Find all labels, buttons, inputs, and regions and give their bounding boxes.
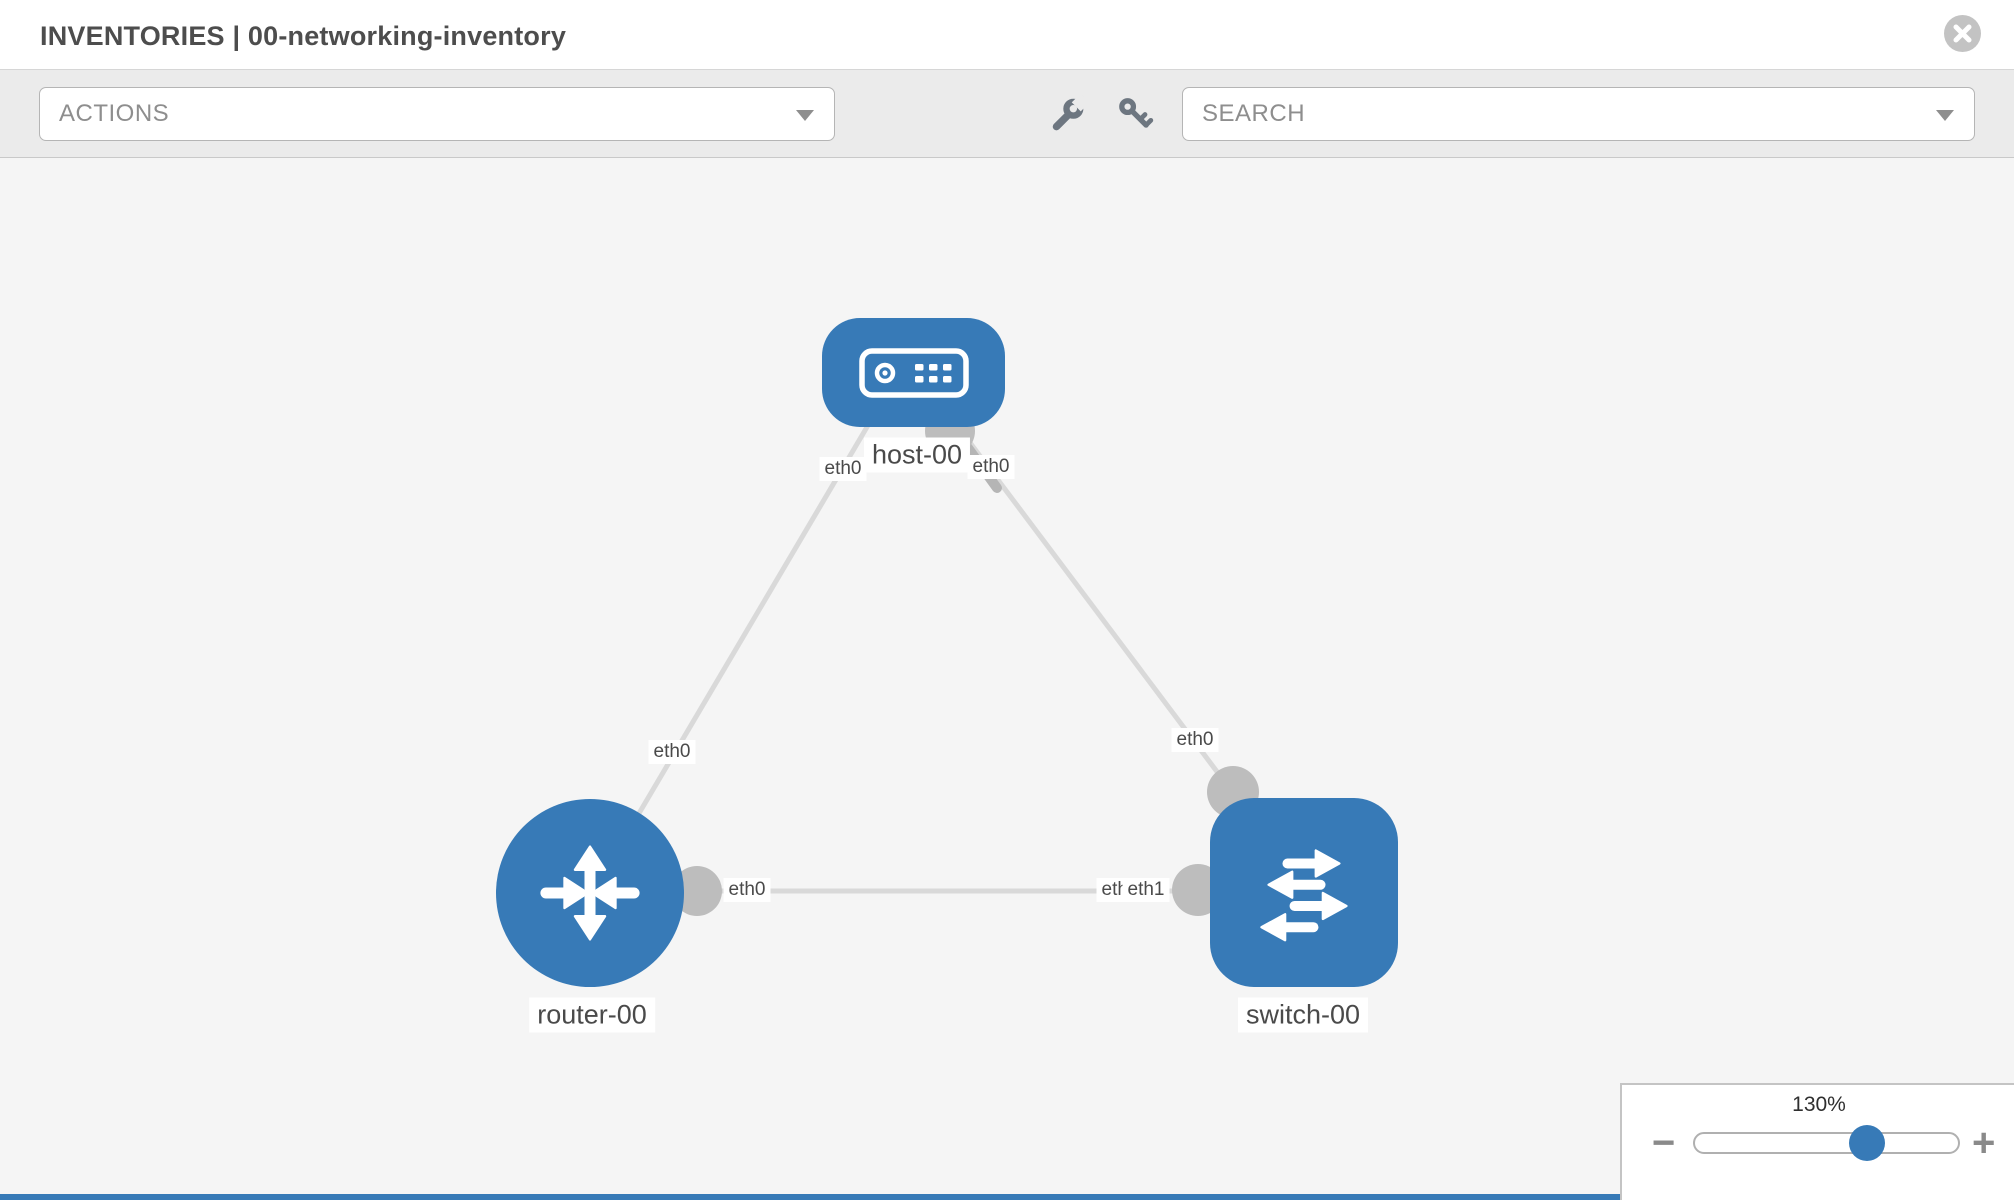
edge-host-router[interactable]: [589, 403, 883, 895]
node-router-00[interactable]: [496, 799, 684, 987]
zoom-out-button[interactable]: −: [1652, 1121, 1676, 1165]
topology-edges-layer: [589, 403, 1304, 916]
node-label-router-00[interactable]: router-00: [529, 997, 655, 1033]
port-label-host-eth0-right: eth0: [967, 455, 1015, 479]
close-button[interactable]: [1944, 15, 1981, 52]
header-bar: INVENTORIES | 00-networking-inventory: [0, 0, 2014, 70]
page-title: INVENTORIES | 00-networking-inventory: [40, 21, 567, 51]
search-dropdown[interactable]: SEARCH: [1182, 87, 1975, 141]
actions-dropdown[interactable]: ACTIONS: [39, 87, 835, 141]
topology-canvas[interactable]: host-00 router-00 switch-00 eth0 eth0 et…: [0, 158, 2014, 1200]
port-label-router-eth0: eth0: [723, 878, 771, 902]
port-label-switch-eth1: eth1: [1122, 878, 1170, 902]
port-label-host-eth0-left: eth0: [819, 457, 867, 481]
zoom-slider-track[interactable]: [1693, 1125, 1960, 1161]
chevron-down-icon: [1936, 110, 1954, 121]
host-icon: [858, 347, 969, 398]
port-label-switch-eth0: eth0: [1171, 728, 1219, 752]
node-host-00[interactable]: [822, 318, 1005, 427]
wrench-icon[interactable]: [1048, 95, 1086, 133]
zoom-in-button[interactable]: +: [1972, 1121, 1996, 1165]
node-label-switch-00[interactable]: switch-00: [1237, 997, 1369, 1033]
port-label-router-eth0-uplink: eth0: [648, 740, 696, 764]
actions-dropdown-label: ACTIONS: [59, 100, 170, 127]
toolbar: ACTIONS SEARCH: [0, 70, 2014, 158]
bottom-accent-strip: [0, 1194, 1620, 1200]
router-icon: [540, 845, 640, 941]
zoom-slider-thumb[interactable]: [1849, 1125, 1885, 1161]
search-dropdown-label: SEARCH: [1202, 100, 1306, 127]
node-label-host-00[interactable]: host-00: [863, 437, 971, 473]
zoom-level: 130%: [1792, 1093, 1846, 1116]
port-connector[interactable]: [672, 866, 722, 916]
key-icon[interactable]: [1116, 95, 1154, 133]
node-switch-00[interactable]: [1210, 798, 1398, 987]
zoom-panel: 130% − +: [1620, 1083, 2014, 1200]
chevron-down-icon: [796, 110, 814, 121]
switch-icon: [1260, 848, 1348, 941]
close-icon: [1953, 24, 1972, 43]
